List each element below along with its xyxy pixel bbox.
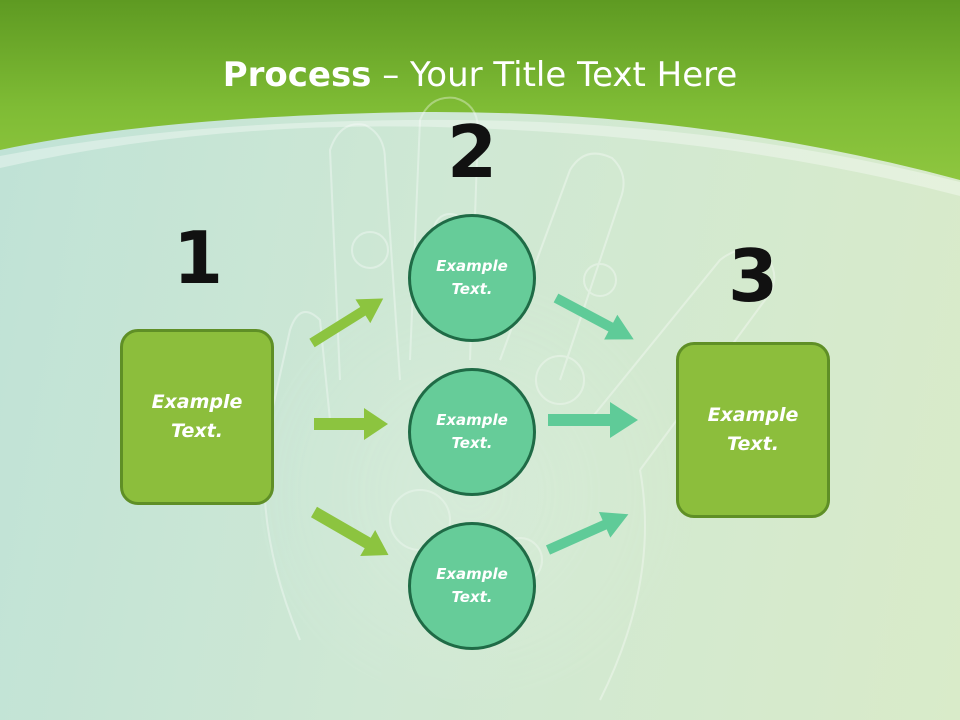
- start-box: Example Text.: [120, 329, 274, 505]
- arrow-middle-to-end: [548, 402, 638, 438]
- arrow-start-to-bottom: [311, 506, 389, 556]
- end-box-label: Example Text.: [707, 404, 799, 455]
- arrow-bottom-to-end: [545, 511, 629, 555]
- step-number-1: 1: [172, 216, 224, 300]
- step-number-3: 3: [727, 234, 779, 318]
- title-rest: – Your Title Text Here: [371, 55, 738, 95]
- arrow-start-to-middle: [314, 408, 388, 440]
- circle-top: Example Text.: [408, 214, 536, 342]
- arrow-top-to-end: [553, 293, 634, 340]
- end-box: Example Text.: [676, 342, 830, 518]
- circle-middle: Example Text.: [408, 368, 536, 496]
- title-bold: Process: [222, 55, 372, 95]
- circle-top-label: Example Text.: [436, 257, 508, 298]
- circle-bottom-label: Example Text.: [436, 565, 508, 606]
- circle-middle-label: Example Text.: [436, 411, 508, 452]
- step-number-2: 2: [446, 110, 498, 194]
- arrow-start-to-top: [309, 298, 384, 348]
- circle-bottom: Example Text.: [408, 522, 536, 650]
- start-box-label: Example Text.: [151, 391, 243, 442]
- slide-title: Process – Your Title Text Here: [0, 52, 960, 98]
